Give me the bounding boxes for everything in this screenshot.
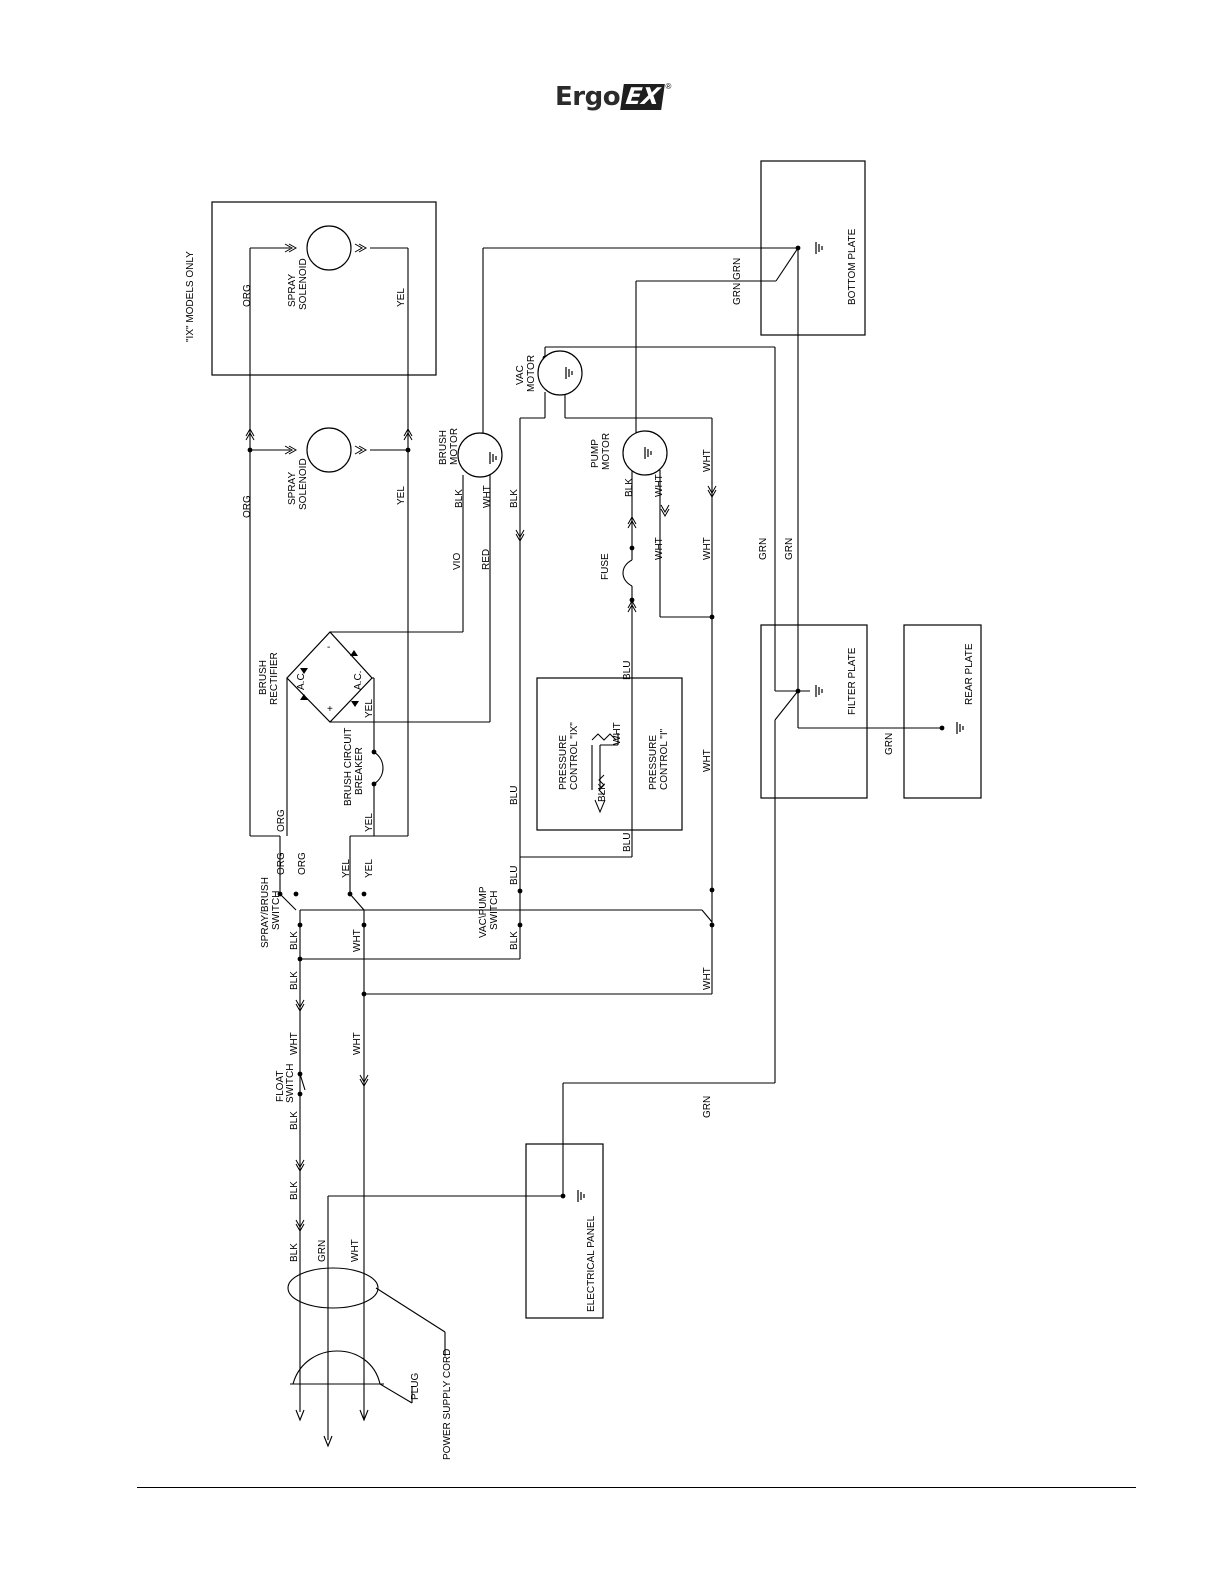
label-wht-vac-1: WHT [702,449,713,472]
label-wht-pump-2: WHT [654,537,665,560]
label-wht-pc: WHT [612,722,623,745]
label-wht-vac-2: WHT [702,537,713,560]
label-spray-brush-switch-1: SPRAY/BRUSH [260,877,271,948]
label-blk-cord: BLK [289,1243,300,1262]
label-wht-switch: WHT [702,967,713,990]
label-spray-brush-switch-2: SWITCH [271,891,282,930]
rear-plate-box [903,624,982,799]
label-spray-solenoid-a1: SPRAY [287,274,298,307]
label-grn-2: GRN [784,538,795,560]
label-blu-pump: BLU [622,661,633,680]
label-blu-1: BLU [509,786,520,805]
logo-registered-mark: ® [665,82,672,91]
label-spray-solenoid-b1: SPRAY [287,472,298,505]
label-pump-motor-2: MOTOR [601,433,612,470]
label-pressure-i-2: CONTROL "I" [659,728,670,790]
label-wht-pump: WHT [654,474,665,497]
vac-motor-symbol [537,350,583,396]
label-bottom-plate: BOTTOM PLATE [847,228,858,305]
label-pump-motor-1: PUMP [590,439,601,468]
label-ac-1: A.C. [296,671,307,690]
label-plus: + [327,704,333,715]
label-blu-2: BLU [622,833,633,852]
label-breaker-2: BREAKER [354,747,365,795]
label-fuse: FUSE [600,553,611,580]
label-pressure-ix-2: CONTROL "IX" [569,722,580,790]
label-brush-rectifier-2: RECTIFIER [269,652,280,705]
label-yel-1: YEL [396,288,407,307]
label-org-2: ORG [242,495,253,518]
label-wht-3: WHT [352,1032,363,1055]
label-ix-models-only: "IX" MODELS ONLY [185,251,196,342]
label-pressure-i-1: PRESSURE [648,735,659,790]
label-float-switch-1: FLOAT [275,1071,286,1102]
label-grn-grn: GRN GRN [732,258,743,305]
label-blk-pc: BLK [597,783,608,802]
label-wht-brush: WHT [482,485,493,508]
label-blk-vac: BLK [509,489,520,508]
label-ac-2: A.C. [353,671,364,690]
label-brush-motor-1: BRUSH [438,430,449,465]
label-yel-5: YEL [364,859,375,878]
label-red: RED [481,549,492,570]
label-yel-rect: YEL [364,699,375,718]
label-vio: VIO [452,553,463,570]
label-blk-4: BLK [289,1181,300,1200]
label-grn-rear: GRN [884,733,895,755]
label-rear-plate: REAR PLATE [964,643,975,705]
label-vac-pump-switch-1: VAC\PUMP [478,886,489,938]
label-yel-3: YEL [364,813,375,832]
label-blk-pump: BLK [624,478,635,497]
label-org-5: ORG [297,852,308,875]
label-org-3: ORG [276,809,287,832]
label-brush-rectifier-1: BRUSH [258,660,269,695]
label-vac-pump-switch-2: SWITCH [489,891,500,930]
label-blk-3: BLK [289,1111,300,1130]
label-vac-motor-1: VAC [515,365,526,385]
label-minus: - [327,642,330,653]
label-electrical-panel: ELECTRICAL PANEL [586,1215,597,1312]
label-spray-solenoid-b2: SOLENOID [298,458,309,510]
label-power-supply-cord: POWER SUPPLY CORD [442,1349,453,1460]
label-yel-2: YEL [396,486,407,505]
label-blk-brush: BLK [454,489,465,508]
label-wht-1: WHT [352,929,363,952]
filter-plate-box [760,624,868,799]
logo-text: Ergo [555,82,621,112]
label-wht-vac-3: WHT [702,749,713,772]
label-float-switch-2: SWITCH [285,1064,296,1103]
pressure-control-box [536,677,683,831]
label-blk-2: BLK [289,971,300,990]
label-pressure-ix-1: PRESSURE [558,735,569,790]
electrical-panel-box [525,1143,604,1319]
label-grn-cord: GRN [317,1240,328,1262]
label-spray-solenoid-a2: SOLENOID [298,258,309,310]
label-vac-motor-2: MOTOR [526,355,537,392]
spray-solenoid-symbol [306,427,352,473]
label-grn-1: GRN [758,538,769,560]
ix-models-box [211,201,437,376]
label-wht-cord: WHT [350,1239,361,1262]
brush-motor-symbol [457,432,503,478]
label-filter-plate: FILTER PLATE [847,647,858,715]
label-wht-2: WHT [289,1032,300,1055]
label-org-1: ORG [242,284,253,307]
spray-solenoid-ix-symbol [306,225,352,271]
label-blk-switch: BLK [509,931,520,950]
label-grn-elec: GRN [702,1096,713,1118]
label-plug: PLUG [410,1373,421,1400]
label-org-4: ORG [276,852,287,875]
label-yel-4: YEL [341,859,352,878]
label-brush-motor-2: MOTOR [449,428,460,465]
label-blk-1: BLK [289,931,300,950]
label-breaker-1: BRUSH CIRCUIT [343,728,354,806]
label-blu-3: BLU [509,866,520,885]
footer-divider [137,1487,1136,1488]
